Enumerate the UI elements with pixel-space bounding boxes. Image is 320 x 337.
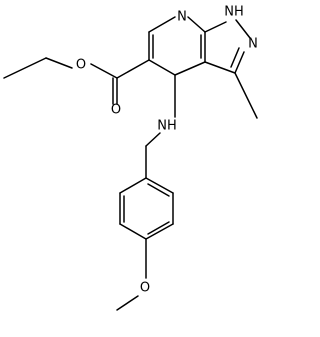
benzene-ring <box>119 177 174 240</box>
methyl-bond <box>234 72 258 119</box>
ring-n-pyridine-label: N <box>177 10 187 25</box>
amine-nh-label: NH <box>157 119 177 134</box>
nh-pyrazole-label: NH <box>224 5 244 20</box>
methoxy-group <box>116 238 147 311</box>
pyrazole-ring <box>204 19 251 74</box>
amine-ch2-bond <box>145 132 161 147</box>
methoxy-o-label: O <box>140 281 150 296</box>
ester-o-single-label: O <box>76 58 86 73</box>
chemical-structure-diagram: N NH N O O NH O <box>3 5 258 311</box>
n-pyrazole-label: N <box>248 37 258 52</box>
ester-group <box>3 57 150 105</box>
ester-o-double-label: O <box>111 103 121 118</box>
pyridine-ring <box>148 16 206 76</box>
